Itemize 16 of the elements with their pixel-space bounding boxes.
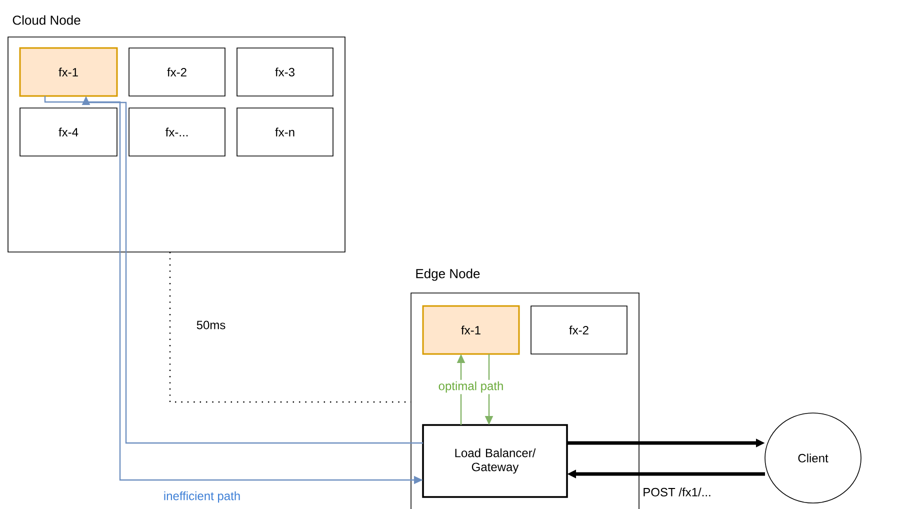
function-box: fx-1 [19,47,118,97]
function-box: fx-2 [128,48,226,96]
function-box: fx-1 [422,305,520,355]
edge-label: optimal path [436,380,506,394]
edge-label: POST /fx1/... [641,486,713,498]
function-box: fx-3 [236,48,334,96]
edge-label: 50ms [194,319,228,331]
gateway-box: Load Balancer/ Gateway [422,424,568,498]
function-box: fx-4 [20,108,118,156]
function-box: fx-2 [530,306,628,354]
edge-label: inefficient path [162,490,242,504]
function-box: fx-... [128,108,226,156]
node-title: Edge Node [416,268,480,281]
node-title: Cloud Node [12,15,80,25]
dotted-line [169,252,411,403]
function-box: fx-n [236,108,334,156]
